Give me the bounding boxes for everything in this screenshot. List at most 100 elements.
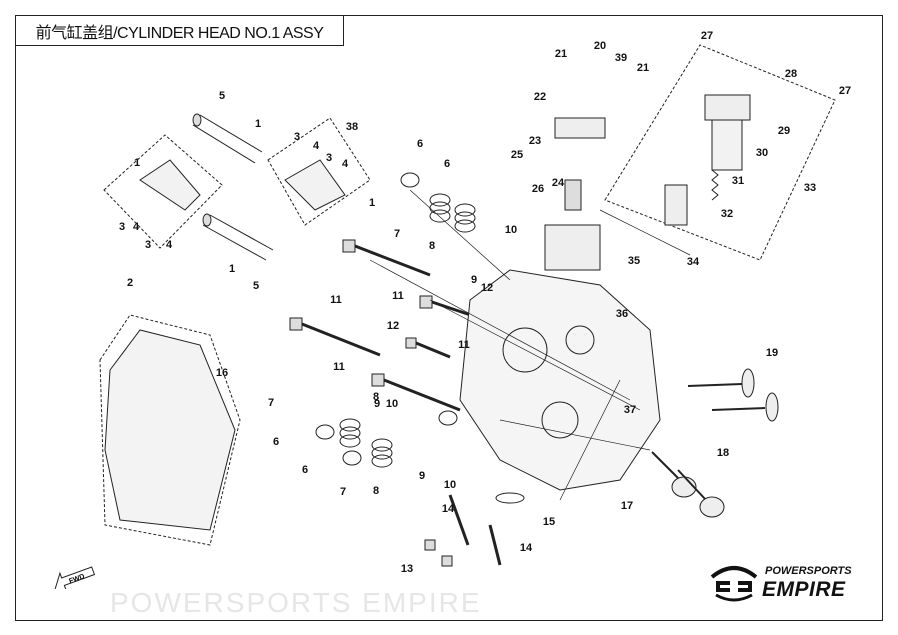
- part-callout-30: 30: [756, 147, 768, 159]
- part-callout-5: 5: [253, 280, 259, 292]
- tensioner-body: [711, 119, 743, 171]
- part-callout-23: 23: [529, 135, 541, 147]
- thermostat: [564, 179, 582, 211]
- part-callout-27: 27: [701, 30, 713, 42]
- cylinder-head-secondary: [104, 329, 236, 531]
- part-callout-6: 6: [273, 436, 279, 448]
- logo-line1: POWERSPORTS: [765, 565, 852, 577]
- valve-intake: [651, 451, 725, 518]
- part-callout-10: 10: [444, 479, 456, 491]
- rocker-group-box-right: [267, 117, 371, 226]
- part-callout-4: 4: [166, 239, 173, 251]
- part-callout-19: 19: [766, 347, 778, 359]
- part-callout-8: 8: [429, 240, 435, 252]
- tensioner-cap: [704, 94, 751, 121]
- part-callout-4: 4: [342, 158, 349, 170]
- forward-arrow-icon: FWD: [48, 565, 98, 594]
- part-callout-38: 38: [346, 121, 358, 133]
- part-callout-3: 3: [326, 152, 332, 164]
- watermark-text: POWERSPORTS EMPIRE: [110, 587, 482, 618]
- retainers: [315, 172, 458, 466]
- part-callout-7: 7: [268, 397, 274, 409]
- nut: [424, 539, 436, 551]
- part-callout-7: 7: [340, 486, 346, 498]
- part-callout-35: 35: [628, 255, 640, 267]
- bolt-short: [405, 337, 451, 359]
- part-callout-28: 28: [785, 68, 797, 80]
- part-callout-13: 13: [401, 563, 413, 575]
- cylinder-head-port: [502, 327, 548, 373]
- part-callout-8: 8: [373, 391, 379, 403]
- part-callout-3: 3: [294, 131, 300, 143]
- bolt-long-3: [371, 373, 461, 412]
- part-callout-1: 1: [255, 118, 261, 130]
- part-callout-1: 1: [369, 197, 375, 209]
- part-callout-16: 16: [216, 367, 228, 379]
- cylinder-head-main: [459, 269, 661, 491]
- leader-lines: [369, 189, 691, 501]
- part-callout-26: 26: [532, 183, 544, 195]
- brand-logo: POWERSPORTS EMPIRE: [708, 563, 878, 607]
- part-callout-36: 36: [616, 308, 628, 320]
- part-callout-3: 3: [119, 221, 125, 233]
- part-callout-7: 7: [394, 228, 400, 240]
- part-callout-22: 22: [534, 91, 546, 103]
- stud: [488, 524, 502, 566]
- cylinder-head-port: [565, 325, 595, 355]
- part-callout-6: 6: [417, 138, 423, 150]
- part-callout-27: 27: [839, 85, 851, 97]
- part-callout-9: 9: [471, 274, 477, 286]
- tensioner-plunger: [664, 184, 688, 226]
- part-callout-11: 11: [330, 294, 342, 306]
- part-callout-21: 21: [637, 62, 649, 74]
- part-callout-4: 4: [133, 221, 140, 233]
- part-callout-9: 9: [374, 398, 380, 410]
- part-callout-33: 33: [804, 182, 816, 194]
- page-title: 前气缸盖组/CYLINDER HEAD NO.1 ASSY: [15, 15, 344, 46]
- water-outlet: [554, 117, 606, 139]
- part-callout-14: 14: [442, 503, 455, 515]
- rocker-group-box-left: [103, 134, 223, 249]
- part-callout-21: 21: [555, 48, 567, 60]
- part-callout-39: 39: [615, 52, 627, 64]
- valve-exhaust: [687, 368, 779, 422]
- part-callout-31: 31: [732, 175, 744, 187]
- part-callout-17: 17: [621, 500, 633, 512]
- cylinder-head-port: [541, 401, 579, 439]
- part-callout-6: 6: [444, 158, 450, 170]
- part-callout-3: 3: [145, 239, 151, 251]
- part-callout-34: 34: [687, 256, 700, 268]
- cylinder-head-box: [99, 314, 241, 546]
- part-callout-1: 1: [134, 157, 140, 169]
- part-callout-37: 37: [624, 404, 636, 416]
- tensioner-group-box: [604, 44, 836, 261]
- part-callout-1: 1: [229, 263, 235, 275]
- tensioner-spring: [711, 169, 719, 201]
- part-callout-14: 14: [520, 542, 533, 554]
- part-callout-12: 12: [387, 320, 399, 332]
- rocker-shaft-lower: [202, 213, 274, 261]
- parts-drawing: [99, 44, 836, 567]
- part-callout-2: 2: [127, 277, 133, 289]
- watermark-layer: POWERSPORTS EMPIRE: [110, 587, 482, 618]
- logo-line2: EMPIRE: [762, 578, 846, 601]
- nut: [441, 555, 453, 567]
- part-callout-24: 24: [552, 177, 565, 189]
- part-callout-10: 10: [386, 398, 398, 410]
- part-callout-32: 32: [721, 208, 733, 220]
- logo-emblem-icon: [710, 566, 758, 602]
- rocker-shaft-upper: [192, 113, 263, 164]
- part-callout-12: 12: [481, 282, 493, 294]
- stud: [448, 494, 470, 546]
- gasket: [495, 492, 525, 504]
- rocker-arm-left: [139, 159, 201, 211]
- part-callout-25: 25: [511, 149, 523, 161]
- part-callout-11: 11: [392, 290, 404, 302]
- part-callout-6: 6: [302, 464, 308, 476]
- thermostat-housing: [544, 224, 601, 271]
- part-callout-15: 15: [543, 516, 555, 528]
- bolt-long-1: [342, 239, 431, 277]
- rocker-arm-right: [284, 159, 346, 211]
